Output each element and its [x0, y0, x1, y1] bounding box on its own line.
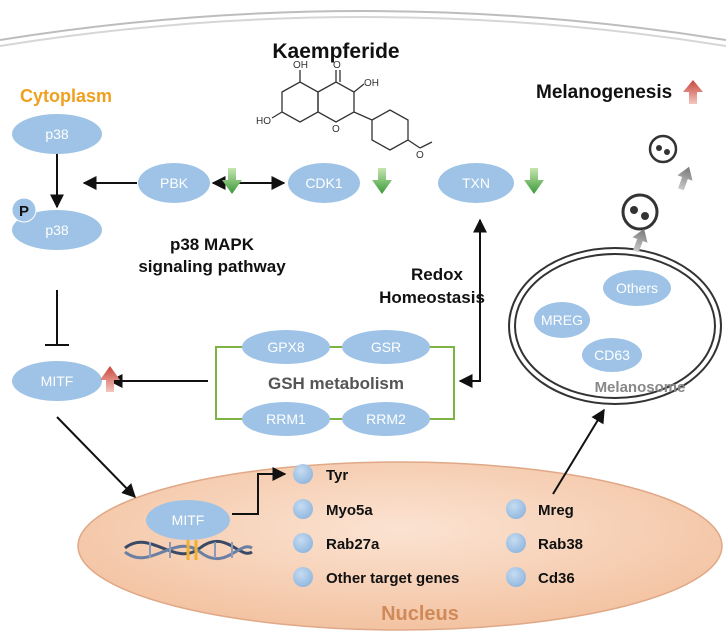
txn-node: [438, 163, 514, 203]
p38-pathway-line2: signaling pathway: [138, 257, 286, 276]
cdk1-label: CDK1: [305, 175, 343, 191]
txn-down-arrow: [524, 168, 544, 194]
rrm2-label: RRM2: [366, 411, 406, 427]
melanogenesis-up-arrow: [683, 80, 703, 104]
molecule-o-keto: O: [333, 60, 341, 71]
pbk-down-arrow: [222, 168, 242, 194]
target-genes-left: Tyr Myo5a Rab27a Other target genes: [293, 464, 459, 587]
redox-line1: Redox: [411, 265, 464, 284]
p38-pathway-line1: p38 MAPK: [170, 235, 255, 254]
melanosome-label: Melanosome: [595, 379, 686, 396]
node-shapes: [12, 114, 671, 540]
phospho-label: P: [19, 203, 29, 220]
molecule-oh3: HO: [256, 116, 271, 127]
gene-bullet: [293, 567, 313, 587]
cd63-node: [582, 338, 642, 372]
gsr-label: GSR: [371, 339, 401, 355]
gene-bullet: [506, 499, 526, 519]
molecule-o-methoxy: O: [416, 150, 424, 161]
cd63-label: CD63: [594, 347, 630, 363]
gene-bullet: [506, 533, 526, 553]
p38-phos-label: p38: [45, 222, 69, 238]
molecule-o-ring: O: [332, 124, 340, 135]
gene-tyr: Tyr: [326, 467, 348, 484]
mitf-nucleus-label: MITF: [172, 512, 205, 528]
others-label: Others: [616, 280, 658, 296]
title: Kaempferide: [272, 40, 399, 63]
mitf-up-arrow: [100, 366, 120, 392]
txn-label: TXN: [462, 175, 490, 191]
mreg-node: [534, 302, 590, 338]
gene-cd36: Cd36: [538, 570, 575, 587]
gene-rab27a: Rab27a: [326, 536, 380, 553]
nucleus-label: Nucleus: [381, 603, 459, 625]
p38-label: p38: [45, 126, 69, 142]
cdk1-node: [288, 163, 360, 203]
vesicle-arrow-2: [677, 166, 693, 191]
p38-node: [12, 114, 102, 154]
molecule-oh2: OH: [364, 78, 379, 89]
gene-myo5a: Myo5a: [326, 502, 373, 519]
pbk-node: [138, 163, 210, 203]
target-genes-right: Mreg Rab38 Cd36: [506, 499, 583, 587]
mitf-nucleus-node: [146, 500, 230, 540]
phospho-badge: [11, 197, 37, 223]
kaempferide-structure: [271, 70, 433, 151]
gene-bullet: [293, 499, 313, 519]
vesicle-large: [621, 193, 659, 231]
gsh-metabolism-label: GSH metabolism: [268, 374, 404, 393]
rrm2-node: [342, 402, 430, 436]
vesicle-small: [648, 134, 678, 164]
others-node: [603, 270, 671, 306]
molecule-oh1: OH: [293, 60, 308, 71]
rrm1-node: [242, 402, 330, 436]
rrm1-label: RRM1: [266, 411, 306, 427]
gpx8-node: [242, 330, 330, 364]
nucleus: [77, 461, 723, 631]
cytoplasm-label: Cytoplasm: [20, 86, 112, 106]
mreg-label: MREG: [541, 312, 583, 328]
p38-phos-node: [12, 210, 102, 250]
gene-bullet: [293, 464, 313, 484]
gene-bullet: [293, 533, 313, 553]
melanogenesis-label: Melanogenesis: [536, 82, 672, 103]
cell-membrane: [0, 10, 726, 47]
gene-rab38: Rab38: [538, 536, 583, 553]
gpx8-label: GPX8: [267, 339, 305, 355]
gsr-node: [342, 330, 430, 364]
gene-mreg: Mreg: [538, 502, 574, 519]
mitf-label: MITF: [41, 373, 74, 389]
mitf-node: [12, 361, 102, 401]
vesicle-arrow-1: [632, 228, 648, 253]
gene-bullet: [506, 567, 526, 587]
redox-line2: Homeostasis: [379, 288, 485, 307]
pbk-label: PBK: [160, 175, 189, 191]
dna-icon: [124, 540, 253, 560]
cdk1-down-arrow: [372, 168, 392, 194]
gene-other: Other target genes: [326, 570, 459, 587]
